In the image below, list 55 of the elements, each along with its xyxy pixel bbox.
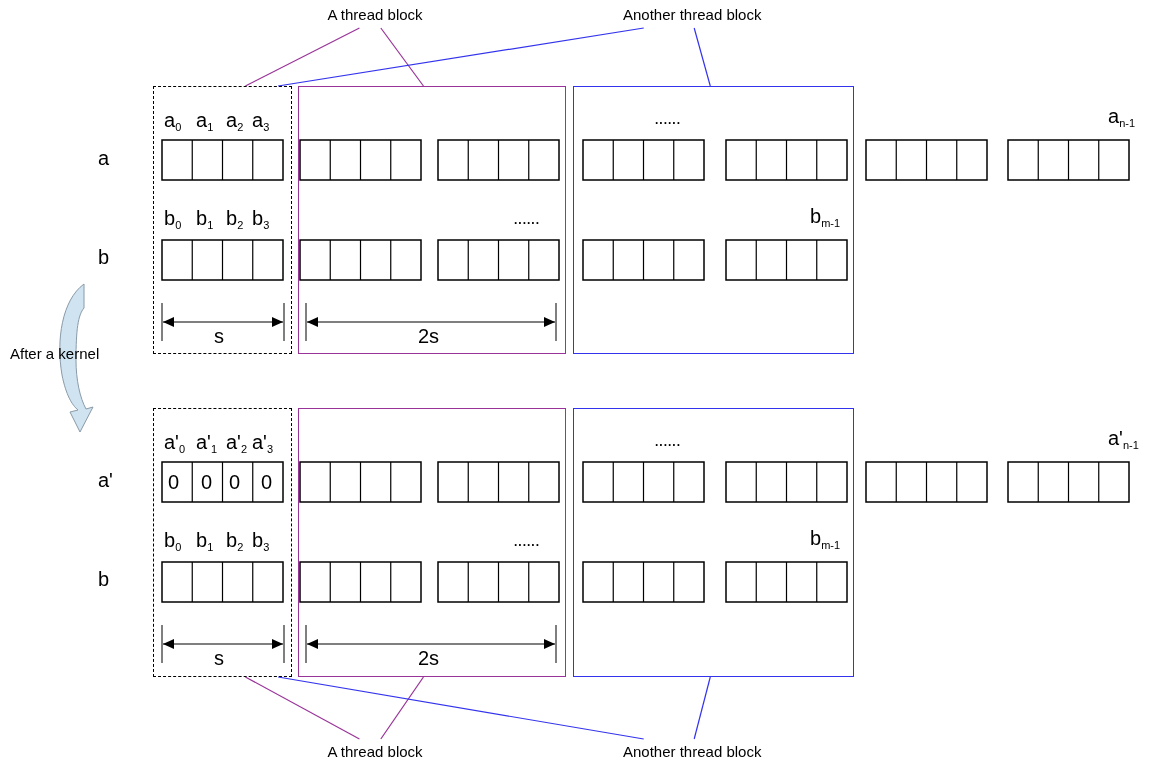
leader-line — [380, 27, 425, 87]
ellipsis: ...... — [655, 114, 681, 126]
element-label: a'$_{1}$ — [196, 432, 218, 455]
cell-value: 0 — [261, 472, 273, 492]
element-label: b$_{0}$ — [164, 530, 182, 553]
leader-line — [380, 676, 425, 740]
callout-text: Another thread block — [623, 6, 762, 24]
row-label: b — [98, 569, 110, 589]
element-label: b$_{1}$ — [196, 208, 214, 231]
thread-block-box — [298, 86, 566, 354]
element-label: a'$_{2}$ — [226, 432, 248, 455]
cell-value: 0 — [229, 472, 241, 492]
element-label: a'$_{n-1}$ — [1108, 428, 1139, 451]
element-label: a$_{n-1}$ — [1108, 106, 1136, 129]
cell-value: 0 — [201, 472, 213, 492]
thread-block-box — [153, 86, 292, 354]
element-label: a$_{2}$ — [226, 110, 244, 133]
element-label: a$_{3}$ — [252, 110, 270, 133]
leader-line — [244, 27, 361, 87]
row-label: a' — [98, 470, 113, 490]
thread-block-box — [573, 408, 854, 677]
row-label: a — [98, 148, 110, 168]
ellipsis: ...... — [514, 536, 540, 548]
element-label: b$_{0}$ — [164, 208, 182, 231]
leader-line — [693, 676, 711, 740]
element-label: b$_{2}$ — [226, 208, 244, 231]
element-label: a'$_{0}$ — [164, 432, 186, 455]
thread-block-box — [298, 408, 566, 677]
element-label: b$_{3}$ — [252, 208, 270, 231]
row-label: b — [98, 247, 110, 267]
leader-line — [277, 27, 645, 87]
element-label: b$_{2}$ — [226, 530, 244, 553]
element-label: b$_{3}$ — [252, 530, 270, 553]
callout-text: A thread block — [327, 743, 423, 761]
callout-text: Another thread block — [623, 743, 762, 761]
dimension-label: s — [214, 326, 224, 346]
element-label: a$_{0}$ — [164, 110, 182, 133]
thread-block-box — [153, 408, 292, 677]
element-label: b$_{m-1}$ — [810, 528, 841, 551]
element-label: b$_{m-1}$ — [810, 206, 841, 229]
leader-line — [693, 27, 711, 87]
leader-line — [277, 676, 645, 740]
cell-value: 0 — [168, 472, 180, 492]
element-label: a$_{1}$ — [196, 110, 214, 133]
leader-line — [244, 676, 361, 740]
annotation: After a kernel — [10, 346, 100, 361]
dimension-label: s — [214, 648, 224, 668]
ellipsis: ...... — [655, 436, 681, 448]
element-label: b$_{1}$ — [196, 530, 214, 553]
element-label: a'$_{3}$ — [252, 432, 274, 455]
dimension-label: 2s — [418, 326, 440, 346]
ellipsis: ...... — [514, 214, 540, 226]
thread-block-box — [573, 86, 854, 354]
callout-text: A thread block — [327, 6, 423, 24]
dimension-label: 2s — [418, 648, 440, 668]
